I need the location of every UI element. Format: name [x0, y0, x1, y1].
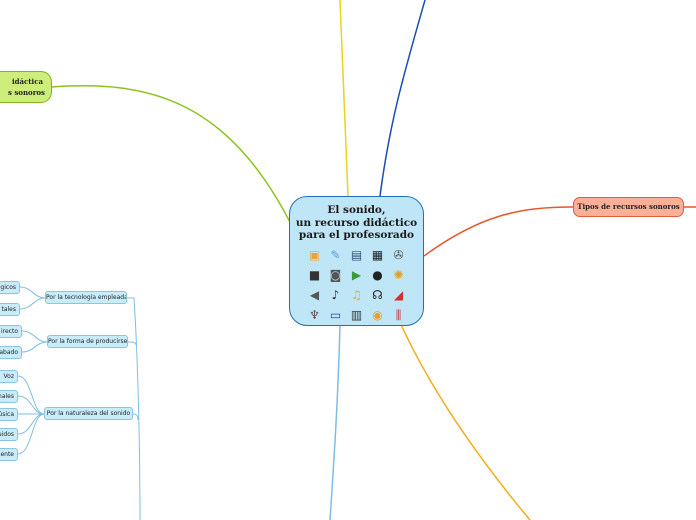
- monitor-icon: ▭: [329, 307, 342, 322]
- central-title-line-1: El sonido,: [327, 204, 386, 216]
- branch-line-gold: [397, 317, 531, 520]
- branch-line-orange: [423, 206, 574, 257]
- projector-icon: ◙: [329, 267, 342, 282]
- central-topic-node[interactable]: El sonido, un recurso didáctico para el …: [289, 196, 424, 326]
- color-wheel-icon: ✺: [393, 267, 404, 282]
- megaphone-icon: ◢: [393, 287, 404, 302]
- leaf-ruidos[interactable]: uidos: [0, 428, 18, 441]
- leaf-digitales[interactable]: tales: [0, 303, 20, 316]
- video-camera-icon: ■: [308, 267, 321, 282]
- green-topic-line-1: idáctica: [11, 77, 43, 86]
- cd-icon: ◉: [372, 307, 383, 322]
- subtopic-tecnologia[interactable]: Por la tecnología empleada: [45, 291, 127, 304]
- leaf-grabado[interactable]: abado: [0, 346, 22, 359]
- leaf-musica[interactable]: úsica: [0, 408, 18, 421]
- leaf-voz[interactable]: Voz: [0, 370, 18, 383]
- headphones-icon: ☊: [372, 287, 383, 302]
- microphone-icon: ♪: [331, 287, 340, 302]
- branch-line-lightblue-main: [329, 325, 341, 520]
- music-note-icon: ♫: [351, 287, 362, 302]
- tree-trunk-line: [133, 297, 141, 520]
- leaf-analogicos[interactable]: ógicos: [0, 281, 20, 294]
- subtopic-forma[interactable]: Por la forma de producirse: [47, 335, 128, 348]
- play-button-icon: ▶: [351, 267, 362, 282]
- subtopic-naturaleza[interactable]: Por la naturaleza del sonido: [44, 407, 133, 420]
- central-title-line-2: un recurso didáctico: [295, 216, 418, 229]
- branch-line-green: [51, 85, 296, 233]
- photo-icon: ▣: [308, 247, 321, 262]
- speaker-icon: ◀: [309, 287, 320, 302]
- leaf-directo[interactable]: irecto: [0, 325, 22, 338]
- central-icon-grid: ▣ ✎ ▤ ▦ ✇ ■ ◙ ▶ ● ✺ ◀ ♪ ♫ ☊ ◢ ♆ ▭ ▥ ◉ ⫼: [290, 248, 423, 323]
- film-icon: ▤: [350, 247, 363, 262]
- leaf-ambiente[interactable]: iente: [0, 448, 18, 461]
- webcam-icon: ●: [372, 267, 383, 282]
- pen-icon: ✎: [330, 247, 341, 262]
- film-reel-icon: ✇: [393, 247, 404, 262]
- branch-line-blue: [379, 0, 426, 197]
- leaf-naturales[interactable]: nales: [0, 390, 18, 403]
- clapperboard-icon: ▦: [371, 247, 384, 262]
- cable-connector-icon: ⫼: [395, 307, 402, 322]
- topic-node-green[interactable]: idáctica s sonoros: [0, 71, 52, 103]
- green-topic-line-2: s sonoros: [7, 88, 45, 97]
- topic-node-tipos-recursos-sonoros[interactable]: Tipos de recursos sonoros: [573, 197, 684, 217]
- branch-line-yellow: [339, 0, 349, 197]
- radio-tower-icon: ♆: [309, 307, 320, 322]
- central-title-line-3: para el profesorado: [298, 229, 415, 241]
- radio-icon: ▥: [350, 307, 363, 322]
